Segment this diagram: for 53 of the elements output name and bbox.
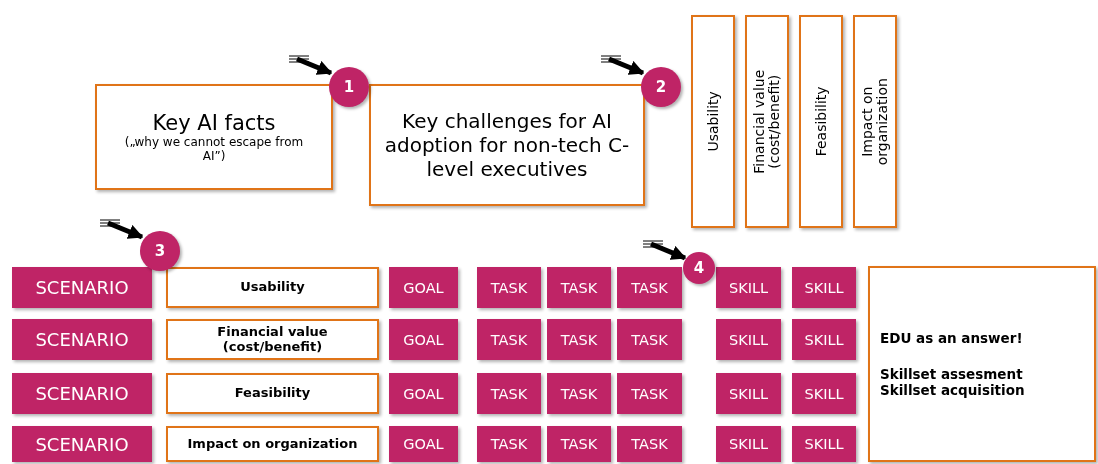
label-box: TASK [477,319,541,360]
label-box: GOAL [389,373,458,414]
label-box: TASK [547,267,611,308]
criterion-box: Feasibility [166,373,379,414]
label-box: TASK [477,267,541,308]
criterion-box: Usability [166,267,379,308]
text-box [369,84,645,206]
label-box: TASK [617,267,682,308]
label-box: SKILL [792,426,856,462]
label-box: TASK [477,373,541,414]
label-box: GOAL [389,319,458,360]
criterion-box [853,15,897,228]
scenario-box: SCENARIO [12,373,152,414]
criterion-box [691,15,735,228]
label-box: SKILL [716,267,781,308]
label-box: TASK [477,426,541,462]
criterion-label: Usability [705,90,721,154]
criterion-box [745,15,789,228]
label-box: GOAL [389,267,458,308]
criterion-label: Impact on organization [860,76,890,168]
subheading: („why we cannot escape from AI”) [123,135,305,163]
label-box: SKILL [716,426,781,462]
text-box [95,84,333,190]
criterion-label: Financial value (cost/benefit) [752,68,782,176]
heading: Key AI facts [152,111,276,135]
criterion-box [799,15,843,228]
label-box: SKILL [792,373,856,414]
heading: Key challenges for AI adoption for non-tech C-level executives [383,109,631,181]
label-box: TASK [617,319,682,360]
label-box: TASK [617,426,682,462]
label-box: SKILL [792,319,856,360]
scenario-box: SCENARIO [12,267,152,308]
step-number-circle: 1 [329,67,369,107]
step-number-circle: 4 [683,252,715,284]
label-box: SKILL [716,319,781,360]
criterion-box: Financial value (cost/benefit) [166,319,379,360]
text-box [868,266,1096,462]
note-text: Skillset assesment [880,366,1023,382]
scenario-box: SCENARIO [12,319,152,360]
label-box: SKILL [716,373,781,414]
label-box: SKILL [792,267,856,308]
criterion-box: Impact on organization [166,426,379,462]
step-number-circle: 3 [140,231,180,271]
criterion-label: Feasibility [813,85,829,159]
step-number-circle: 2 [641,67,681,107]
note-text: Skillset acquisition [880,382,1025,398]
label-box: TASK [547,373,611,414]
scenario-box: SCENARIO [12,426,152,462]
label-box: GOAL [389,426,458,462]
note-text: EDU as an answer! [880,330,1023,346]
label-box: TASK [617,373,682,414]
label-box: TASK [547,319,611,360]
label-box: TASK [547,426,611,462]
